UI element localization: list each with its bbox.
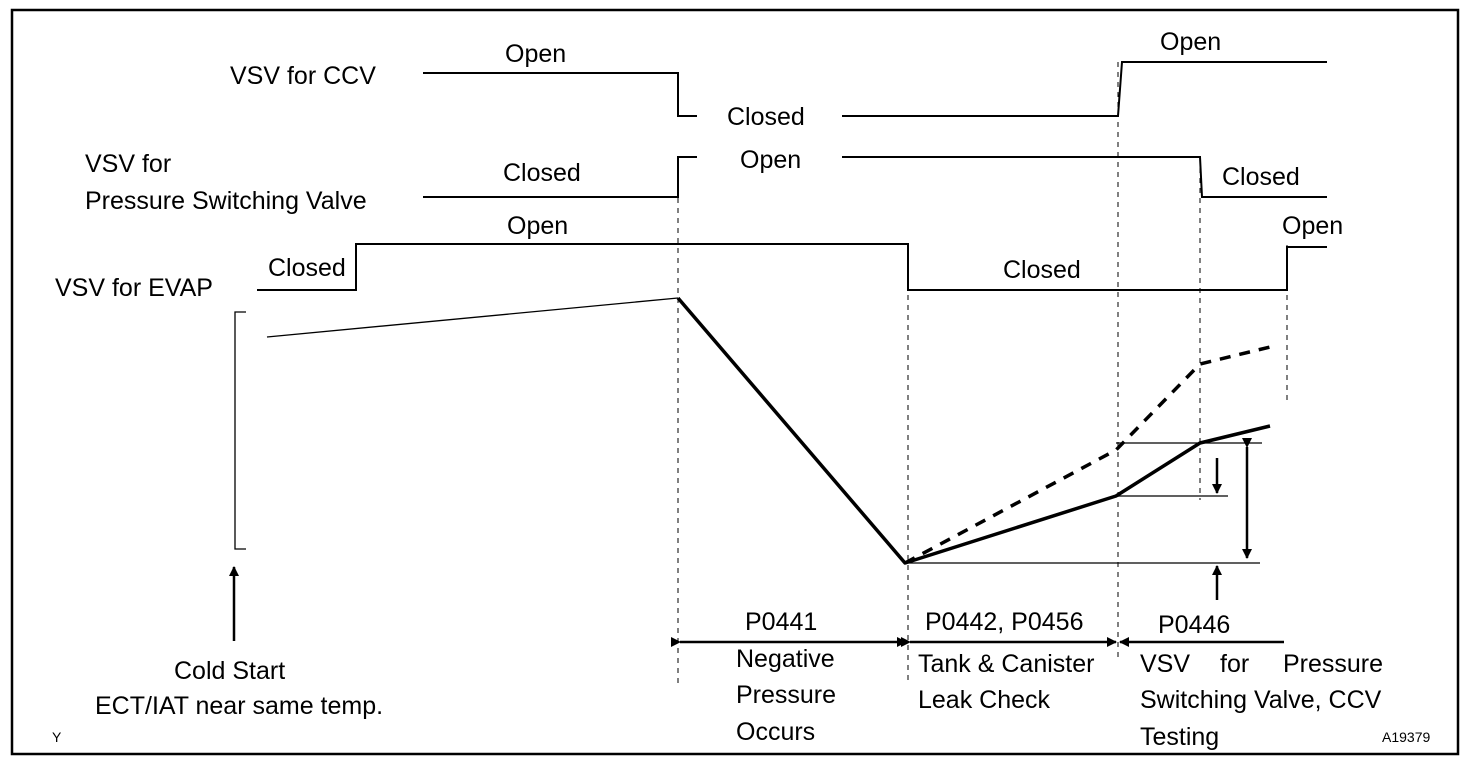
measurement-references [905,438,1262,600]
pressure-solid-curve [676,296,1271,565]
phase-p0441-labels: P0441 Negative Pressure Occurs [736,608,836,746]
cold-start-line1: Cold Start [174,657,285,685]
pressure-dashed-curve [904,345,1271,565]
p0442-line2: Leak Check [918,686,1051,714]
p0446-line1b: for [1220,650,1249,678]
cold-start-group: Cold Start ECT/IAT near same temp. [95,566,383,720]
evap-open-label-1: Open [507,212,568,240]
psv-signal-name-line1: VSV for [85,150,171,178]
pressure-axis-bracket [234,311,246,550]
evap-closed-label-1: Closed [268,254,346,282]
ccv-open-label-1: Open [505,40,566,68]
psv-signal-group: VSV for Pressure Switching Valve Closed … [85,146,1327,215]
p0442-code: P0442, P0456 [925,608,1083,636]
evap-signal-group: VSV for EVAP Closed Open Closed Open [55,212,1343,302]
ccv-signal-line-a [423,72,697,117]
evap-open-label-2: Open [1282,212,1343,240]
psv-signal-line-b [842,156,1327,198]
psv-closed-label-1: Closed [503,159,581,187]
phase-p0442-labels: P0442, P0456 Tank & Canister Leak Check [918,608,1094,714]
evap-closed-label-2: Closed [1003,256,1081,284]
p0442-line1: Tank & Canister [918,650,1094,678]
psv-signal-name-line2: Pressure Switching Valve [85,187,367,215]
psv-open-label: Open [740,146,801,174]
evap-signal-line [257,243,1327,291]
p0441-code: P0441 [745,608,817,636]
p0446-code: P0446 [1158,611,1230,639]
p0441-line3: Occurs [736,718,815,746]
cold-start-line2: ECT/IAT near same temp. [95,692,383,720]
psv-closed-label-2: Closed [1222,163,1300,191]
diagram-frame [10,8,1460,756]
p0441-line1: Negative [736,645,835,673]
psv-signal-line-a [423,156,697,198]
ccv-signal-name: VSV for CCV [230,62,376,90]
footer-left-mark: Y [52,729,62,745]
pressure-curves [266,296,1271,565]
ccv-closed-label: Closed [727,103,805,131]
figure-id: A19379 [1382,729,1430,745]
p0446-line1c: Pressure [1283,650,1383,678]
ccv-signal-line-b [842,61,1327,117]
ccv-signal-group: VSV for CCV Open Closed Open [230,28,1327,131]
p0446-line2: Switching Valve, CCV [1140,686,1382,714]
ccv-open-label-2: Open [1160,28,1221,56]
pressure-initial-line [266,297,679,338]
phase-p0446-labels: P0446 VSV for Pressure Switching Valve, … [1140,611,1383,751]
p0446-line3: Testing [1140,723,1219,751]
evap-signal-name: VSV for EVAP [55,274,213,302]
p0446-line1a: VSV [1140,650,1190,678]
p0441-line2: Pressure [736,681,836,709]
